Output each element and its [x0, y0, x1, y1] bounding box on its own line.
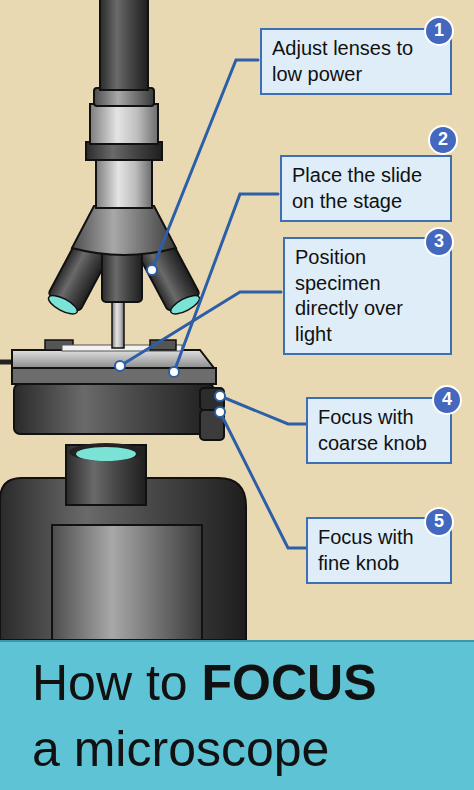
title-word: FOCUS — [202, 655, 377, 711]
title-word: to — [146, 655, 188, 711]
step-text: Focus with coarse knob — [318, 405, 438, 456]
callout-number: 3 — [424, 227, 454, 257]
title-text: How to FOCUS a microscope — [32, 650, 377, 782]
callout-number: 4 — [432, 385, 462, 415]
step-box: Position specimen directly over light3 — [283, 237, 452, 355]
step-box: Place the slide on the stage2 — [280, 155, 452, 222]
callout-number: 2 — [428, 125, 458, 155]
number-text: 5 — [434, 510, 444, 533]
callout-number: 5 — [424, 507, 454, 537]
title-word: a — [32, 721, 60, 777]
number-text: 3 — [434, 230, 444, 253]
number-text: 4 — [442, 388, 452, 411]
title-band: How to FOCUS a microscope — [0, 640, 474, 790]
number-text: 1 — [434, 19, 444, 42]
step-text: Position specimen directly over light — [295, 245, 434, 347]
step-text: Adjust lenses to low power — [272, 36, 416, 87]
step-box: Focus with coarse knob4 — [306, 397, 452, 464]
step-box: Focus with fine knob5 — [306, 517, 452, 584]
callout-number: 1 — [424, 16, 454, 46]
title-word: How — [32, 655, 132, 711]
step-text: Focus with fine knob — [318, 525, 438, 576]
number-text: 2 — [438, 128, 448, 151]
step-text: Place the slide on the stage — [292, 163, 440, 214]
title-word: microscope — [74, 721, 330, 777]
step-box: Adjust lenses to low power1 — [260, 28, 452, 95]
